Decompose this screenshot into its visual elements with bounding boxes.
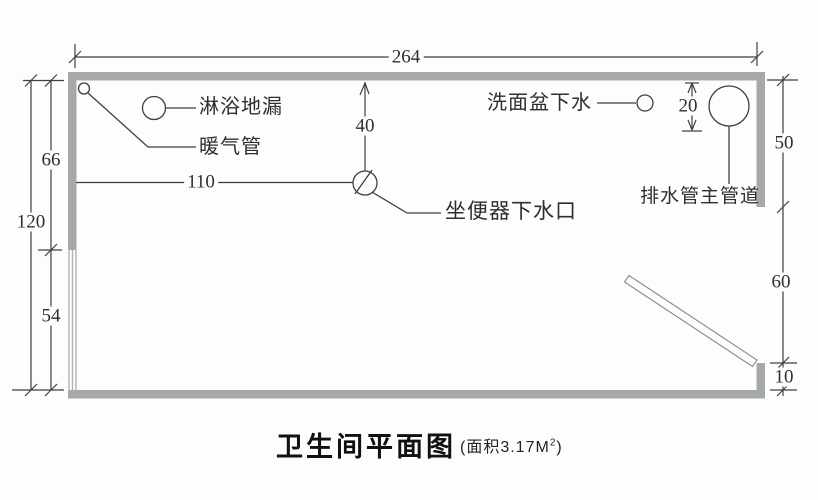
dim-toilet-offset-top: 40	[352, 116, 378, 136]
dim-toilet-offset-left: 110	[184, 172, 218, 192]
top-wall	[68, 72, 765, 81]
main-drain-pipe-label: 排水管主管道	[640, 186, 761, 207]
washbasin-drain-label: 洗面盆下水	[487, 92, 592, 114]
dim-right-upper: 50	[771, 133, 797, 153]
dim-left-lower: 54	[38, 306, 64, 326]
dim-left-total: 120	[13, 212, 49, 232]
dim-right-door-opening: 60	[768, 272, 794, 292]
left-wall	[68, 72, 77, 250]
right-wall-upper	[756, 72, 765, 207]
toilet-drain-label: 坐便器下水口	[445, 200, 577, 223]
shower-drain-label: 淋浴地漏	[199, 96, 283, 118]
shower-drain-symbol	[141, 95, 196, 121]
drawing-title: 卫生间平面图	[276, 432, 456, 463]
window-symbol	[68, 250, 77, 390]
heating-pipe-label: 暖气管	[199, 136, 262, 158]
dim-top-width: 264	[388, 47, 424, 67]
dim-left-inner-line	[12, 74, 64, 397]
toilet-drain-symbol	[352, 169, 441, 214]
right-wall-stub	[756, 363, 765, 391]
bottom-wall	[68, 390, 765, 399]
door-leaf	[623, 274, 758, 368]
dim-drain-offset-top: 20	[675, 96, 701, 116]
dim-left-upper: 66	[38, 150, 64, 170]
dim-left-total-line	[24, 74, 38, 397]
dim-right-line	[767, 73, 798, 397]
washbasin-drain-symbol	[597, 94, 654, 112]
heating-pipe-symbol	[77, 82, 196, 148]
main-drain-pipe-symbol	[708, 85, 750, 184]
dim-right-stub: 10	[771, 367, 797, 387]
drawing-area-note: (面积3.17M2)	[460, 437, 563, 456]
drawing-title-block: 卫生间平面图 (面积3.17M2)	[276, 425, 563, 464]
